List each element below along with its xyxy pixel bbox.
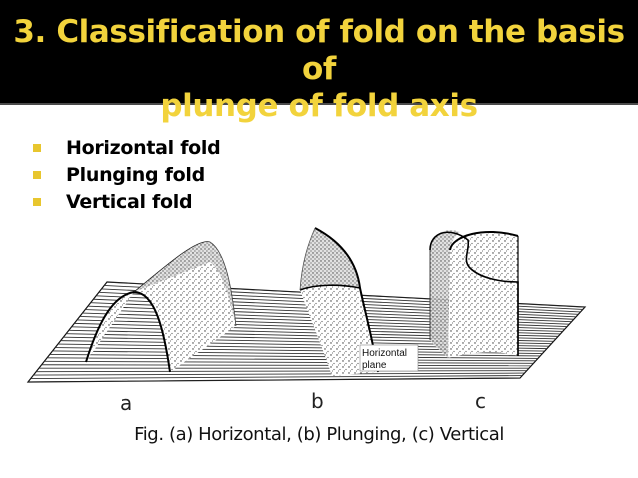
bullet-item: Vertical fold	[33, 188, 220, 215]
label-b: b	[311, 389, 324, 413]
bullet-text: Vertical fold	[66, 190, 193, 213]
square-bullet-icon	[33, 197, 41, 206]
horizontal-fold-a	[85, 241, 237, 373]
plane-hatch-line	[49, 353, 538, 359]
bullet-text: Plunging fold	[66, 163, 205, 186]
plane-label-line-2: plane	[362, 360, 387, 371]
plane-hatch-line	[44, 360, 534, 364]
title-bar	[0, 0, 638, 103]
bullet-list: Horizontal fold Plunging fold Vertical f…	[33, 134, 221, 215]
plunging-fold-b	[299, 227, 379, 376]
plane-hatch-line	[33, 372, 525, 376]
vertical-fold-c	[429, 230, 519, 358]
plane-hatch-line	[47, 357, 536, 362]
slide-title: 3. Classification of fold on the basis o…	[0, 14, 638, 125]
square-bullet-icon	[33, 170, 41, 179]
bullet-text: Horizontal fold	[66, 136, 221, 159]
square-bullet-icon	[33, 143, 41, 152]
plane-label-line-1: Horizontal	[362, 348, 407, 359]
slide-title-line-1: 3. Classification of fold on the basis o…	[13, 14, 625, 87]
label-a: a	[120, 391, 132, 415]
bullet-item: Horizontal fold	[33, 134, 221, 161]
plane-hatch-line	[41, 364, 532, 367]
title-bar-divider	[0, 103, 638, 105]
slide-title-line-2: plunge of fold axis	[160, 88, 478, 124]
plane-hatch-line	[36, 370, 527, 373]
label-c: c	[475, 389, 486, 413]
bullet-item: Plunging fold	[33, 161, 220, 188]
horizontal-plane-label: Horizontal plane	[359, 344, 419, 372]
plane-hatch-line	[30, 375, 523, 380]
figure-caption: Fig. (a) Horizontal, (b) Plunging, (c) V…	[134, 424, 504, 445]
